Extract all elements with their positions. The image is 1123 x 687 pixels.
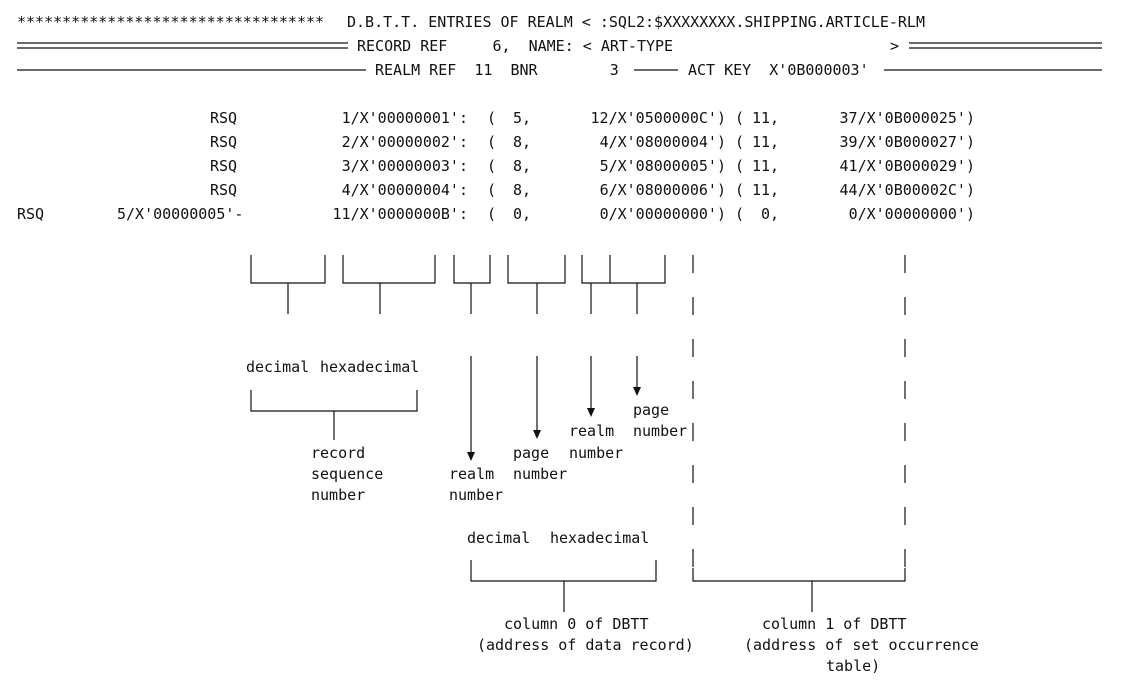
- bracket-rsq-decimal: [250, 255, 326, 284]
- bracket-realm1: [581, 255, 611, 284]
- caption-col1-line2: (address of set occurrence: [744, 636, 979, 654]
- row-open1: (: [735, 109, 745, 127]
- row-addr0: 5/X'08000005'): [599, 157, 726, 175]
- row-addr0: 0/X'00000000'): [599, 205, 726, 223]
- caption-col1-line1: column 1 of DBTT: [762, 615, 907, 633]
- caption-col1-line3: table): [826, 657, 881, 675]
- label-col0-hex: hexadecimal: [550, 529, 650, 547]
- row-realm0: 8,: [513, 133, 532, 151]
- row-open0: (: [487, 133, 497, 151]
- header-realm-ref: REALM REF 11 BNR 3: [375, 61, 619, 79]
- caption-rsq-line2: sequence: [311, 465, 384, 483]
- row-open0: (: [487, 157, 497, 175]
- row-addr1: 39/X'0B000027'): [839, 133, 975, 151]
- caption-page0-line1: page: [513, 444, 550, 462]
- header-record-ref: RECORD REF 6, NAME: < ART-TYPE: [357, 37, 674, 55]
- row-open0: (: [487, 181, 497, 199]
- row-rsq: 4/X'00000004':: [341, 181, 468, 199]
- bracket-page1: [610, 255, 666, 284]
- row-label: RSQ: [210, 181, 238, 199]
- header-name-close: >: [890, 37, 900, 55]
- row-rsq: 11/X'0000000B':: [332, 205, 468, 223]
- caption-rsq-line1: record: [311, 444, 366, 462]
- row-realm1: 11,: [752, 109, 780, 127]
- bracket-rsq-hex: [342, 255, 436, 284]
- row-open1: (: [735, 133, 745, 151]
- row-realm1: 11,: [752, 133, 780, 151]
- caption-realm0-line1: realm: [449, 465, 495, 483]
- row-open1: (: [735, 181, 745, 199]
- caption-page1-line2: number: [633, 422, 688, 440]
- header-stars: **********************************: [17, 13, 325, 31]
- caption-page1-line1: page: [633, 401, 670, 419]
- row-realm0: 0,: [513, 205, 532, 223]
- brace-rsq: [250, 390, 418, 412]
- row-open1: (: [735, 205, 745, 223]
- row-addr1: 0/X'00000000'): [848, 205, 975, 223]
- label-rsq-hex: hexadecimal: [320, 358, 420, 376]
- caption-realm1-line2: number: [569, 444, 624, 462]
- row-open1: (: [735, 157, 745, 175]
- row-realm1: 11,: [752, 157, 780, 175]
- row-open0: (: [487, 109, 497, 127]
- row-rsq: 2/X'00000002':: [341, 133, 468, 151]
- row-label: RSQ: [210, 157, 238, 175]
- row-label: RSQ: [210, 133, 238, 151]
- row-realm1: 11,: [752, 181, 780, 199]
- row-addr0: 6/X'08000006'): [599, 181, 726, 199]
- caption-realm0-line2: number: [449, 486, 504, 504]
- row-realm0: 5,: [513, 109, 532, 127]
- caption-col0-line2: (address of data record): [477, 636, 694, 654]
- brace-col0: [470, 560, 657, 582]
- row-addr0: 12/X'0500000C'): [590, 109, 726, 127]
- row-rsq: 1/X'00000001':: [341, 109, 468, 127]
- row-addr1: 41/X'0B000029'): [839, 157, 975, 175]
- label-col0-decimal: decimal: [467, 529, 531, 547]
- caption-col0-line1: column 0 of DBTT: [504, 615, 649, 633]
- header-act-key: ACT KEY X'0B000003': [688, 61, 869, 79]
- caption-page0-line2: number: [513, 465, 568, 483]
- row-realm1: 0,: [761, 205, 780, 223]
- row-realm0: 8,: [513, 181, 532, 199]
- row-label: RSQ: [17, 205, 45, 223]
- caption-realm1-line1: realm: [569, 422, 615, 440]
- caption-rsq-line3: number: [311, 486, 366, 504]
- header-title: D.B.T.T. ENTRIES OF REALM < :SQL2:$XXXXX…: [347, 13, 925, 31]
- row-rsq: 3/X'00000003':: [341, 157, 468, 175]
- row-addr0: 4/X'08000004'): [599, 133, 726, 151]
- brace-col1: [692, 568, 906, 582]
- row-label: RSQ: [210, 109, 238, 127]
- row-realm0: 8,: [513, 157, 532, 175]
- row-open0: (: [487, 205, 497, 223]
- bracket-page0: [507, 255, 566, 284]
- row-addr1: 44/X'0B00002C'): [839, 181, 975, 199]
- row-prefix: 5/X'00000005'-: [117, 205, 244, 223]
- bracket-realm0: [453, 255, 491, 284]
- row-addr1: 37/X'0B000025'): [839, 109, 975, 127]
- label-rsq-decimal: decimal: [246, 358, 310, 376]
